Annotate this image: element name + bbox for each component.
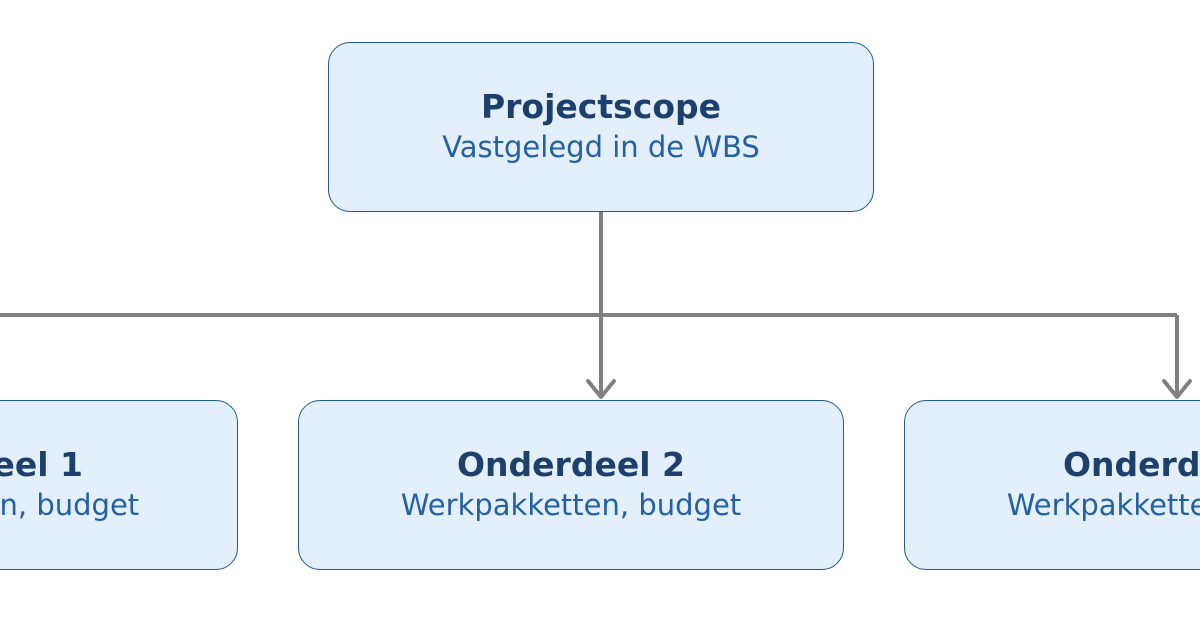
node-subtitle: Werkpakketten, budget [400, 488, 742, 522]
arrowhead-onderdeel-3 [1162, 379, 1192, 399]
node-subtitle: Werkpakketten, budget [1006, 488, 1200, 522]
node-subtitle: Vastgelegd in de WBS [442, 130, 760, 164]
node-title: Onderdeel 1 [0, 445, 83, 484]
node-projectscope: Projectscope Vastgelegd in de WBS [328, 42, 874, 212]
node-title: Projectscope [480, 87, 722, 126]
arrowhead-onderdeel-2 [586, 379, 616, 399]
node-title: Onderdeel 2 [457, 445, 685, 484]
node-onderdeel-1: Onderdeel 1 Werkpakketten, budget [0, 400, 238, 570]
node-title: Onderdeel 3 [1063, 445, 1200, 484]
node-subtitle: Werkpakketten, budget [0, 488, 140, 522]
node-onderdeel-3: Onderdeel 3 Werkpakketten, budget [904, 400, 1200, 570]
node-onderdeel-2: Onderdeel 2 Werkpakketten, budget [298, 400, 844, 570]
